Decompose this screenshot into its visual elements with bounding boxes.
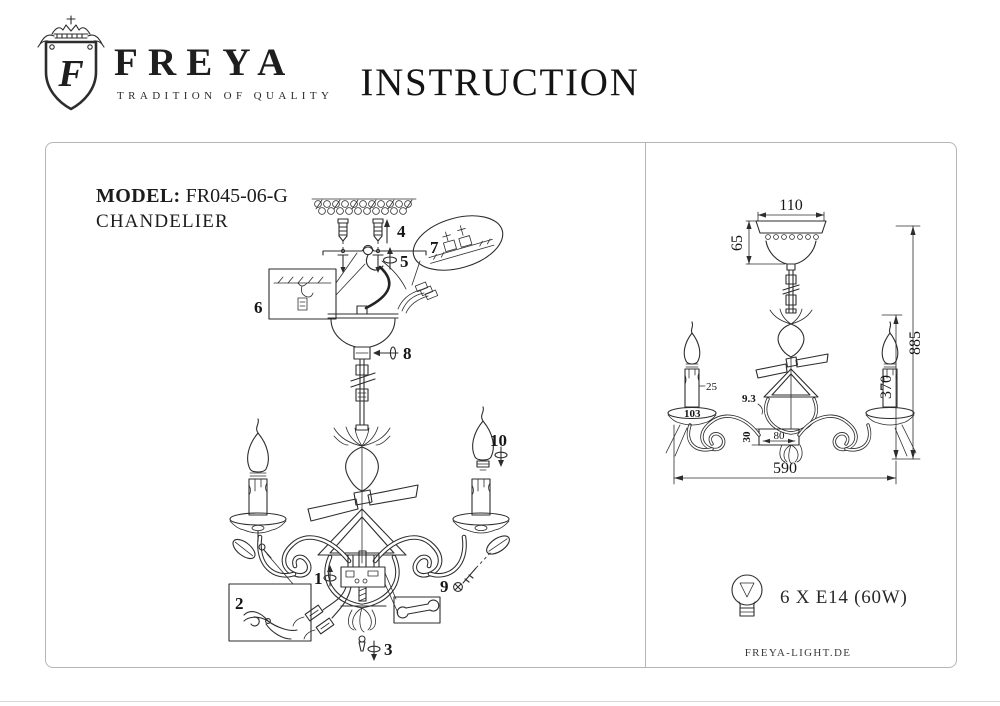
hanging-arc <box>364 265 391 310</box>
up-arrow-icon <box>384 219 390 227</box>
canopy-outline <box>755 220 827 271</box>
leaf-left <box>232 538 256 560</box>
assembly-diagram: 4 <box>228 198 510 661</box>
svg-text:103: 103 <box>684 408 701 420</box>
callout-4: 4 <box>397 222 406 241</box>
bulb-spec: 6 X E14 (60W) <box>780 587 908 608</box>
wire-bundle <box>397 281 439 314</box>
freya-monogram: F <box>57 53 83 95</box>
bobeche-left <box>229 512 287 534</box>
candle-left-outline <box>667 321 717 426</box>
leaf-collar <box>333 424 391 447</box>
callout-1: 1 <box>314 569 323 588</box>
bobeche-right <box>452 512 510 534</box>
brand-wordmark: FREYA <box>114 41 296 84</box>
glass-onion <box>345 446 379 492</box>
svg-text:110: 110 <box>779 197 802 214</box>
rotate-icon-3 <box>367 640 381 661</box>
model-block: MODEL: FR045-06-G CHANDELIER <box>96 183 288 235</box>
product-type: CHANDELIER <box>96 211 229 232</box>
screw-icon-9 <box>453 550 493 592</box>
model-label: MODEL: <box>96 185 181 207</box>
arm-right <box>372 534 467 578</box>
dim-body-height: 370 <box>878 314 903 460</box>
website: FREYA-LIGHT.DE <box>745 647 852 659</box>
mounting-bracket <box>322 244 427 310</box>
supply-wires <box>292 586 352 640</box>
anchor-screws <box>337 218 390 249</box>
arm-left <box>257 534 352 578</box>
body-outline <box>755 308 829 435</box>
arms-outline <box>665 414 917 457</box>
callout-2: 2 <box>235 594 244 613</box>
stem-outline <box>782 269 800 314</box>
freya-logo: F FREYA TRADITION OF QUALITY <box>32 14 332 118</box>
svg-text:65: 65 <box>729 235 746 251</box>
svg-text:9.3: 9.3 <box>742 393 756 405</box>
detail-labels: 25 103 9.3 <box>684 381 763 420</box>
candle-right <box>452 406 510 555</box>
ceiling-hook <box>362 244 407 310</box>
brand-tagline: TRADITION OF QUALITY <box>117 90 334 102</box>
canopy-wires <box>381 260 407 290</box>
ceiling-strip <box>311 198 417 215</box>
page-title: INSTRUCTION <box>360 61 640 104</box>
callout-7: 7 <box>430 238 439 257</box>
svg-text:885: 885 <box>907 331 924 355</box>
dimension-drawing: 110 65 <box>665 197 924 659</box>
dim-canopy-height: 65 <box>729 220 786 265</box>
detail-balloon-7 <box>411 215 504 286</box>
wrench-box <box>384 572 441 624</box>
leaf-right <box>486 535 510 555</box>
rotate-icon-1 <box>323 565 337 587</box>
assembly-panel: MODEL: FR045-06-G CHANDELIER <box>45 142 646 668</box>
pliers-box-2 <box>228 543 312 642</box>
dimensions-panel: 110 65 <box>645 142 957 668</box>
candle-left <box>229 418 287 560</box>
candle-right-outline <box>865 321 915 426</box>
bulb-icon <box>731 574 763 617</box>
junction-box <box>340 550 386 602</box>
bottom-finial-3 <box>340 605 387 661</box>
rotate-icon-5 <box>382 247 398 270</box>
svg-text:25: 25 <box>706 381 718 393</box>
dim-overall-width: 590 <box>673 424 897 485</box>
svg-text:80: 80 <box>774 430 786 442</box>
stem <box>350 358 376 426</box>
callout-5: 5 <box>400 252 409 271</box>
wrench-icon <box>396 599 440 619</box>
bulb-10 <box>472 406 494 471</box>
canopy <box>327 305 399 360</box>
rotate-icon-10 <box>494 446 508 467</box>
callout-6: 6 <box>254 298 263 317</box>
freya-crest-icon: F <box>37 15 105 111</box>
dim-overall-height: 885 <box>891 225 924 460</box>
pliers-icon <box>243 611 298 640</box>
screw-icon-8 <box>373 346 399 360</box>
svg-text:370: 370 <box>878 375 895 399</box>
callout-10: 10 <box>490 431 507 450</box>
callout-9: 9 <box>440 577 449 596</box>
ribbon-bow <box>307 484 419 522</box>
model-value: FR045-06-G <box>185 185 288 207</box>
callout-3: 3 <box>384 640 393 659</box>
tulip-leaves <box>348 607 376 633</box>
dim-canopy-width: 110 <box>757 197 825 222</box>
svg-text:590: 590 <box>773 460 797 477</box>
hub-tulip <box>779 444 803 465</box>
terminal-block <box>428 225 495 264</box>
hook-detail-box-6 <box>268 252 366 320</box>
callout-8: 8 <box>403 344 412 363</box>
svg-text:30: 30 <box>741 431 753 443</box>
page-edge-line <box>0 701 1000 702</box>
